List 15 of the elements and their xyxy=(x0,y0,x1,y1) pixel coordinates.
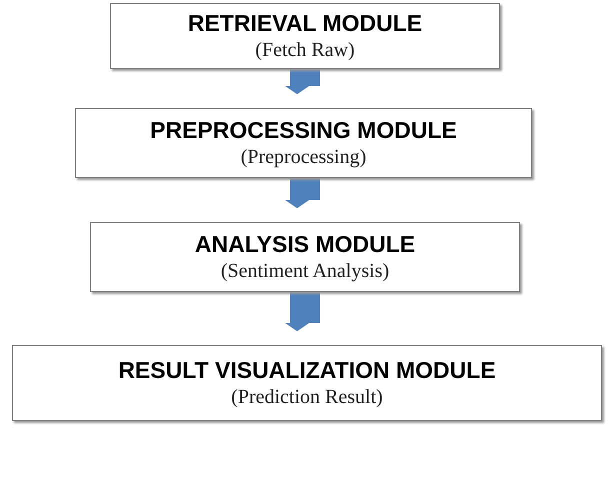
module-description: (Fetch Raw) xyxy=(255,38,355,63)
block-arrow xyxy=(285,178,320,208)
module-box xyxy=(90,222,520,292)
block-arrow xyxy=(285,292,320,332)
module-box xyxy=(110,3,500,69)
module-title: RETRIEVAL MODULE xyxy=(188,9,422,38)
module-box xyxy=(12,345,602,421)
module-description: (Preprocessing) xyxy=(240,144,366,170)
block-arrow xyxy=(285,69,320,94)
module-title: PREPROCESSING MODULE xyxy=(150,116,457,145)
module-title: RESULT VISUALIZATION MODULE xyxy=(118,356,496,385)
module-title: ANALYSIS MODULE xyxy=(194,230,416,259)
module-description: (Prediction Result) xyxy=(231,384,383,410)
module-box xyxy=(75,108,532,178)
module-description: (Sentiment Analysis) xyxy=(220,258,390,284)
